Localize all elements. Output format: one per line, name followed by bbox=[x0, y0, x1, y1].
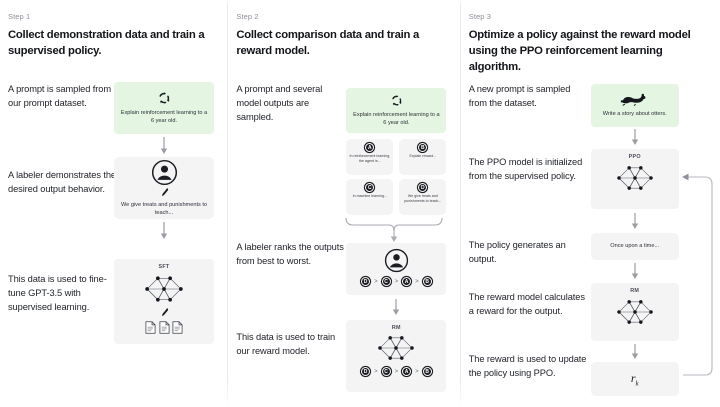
step-2-brace-arrow bbox=[344, 216, 448, 242]
ranking-row: D > C > A > B bbox=[361, 367, 432, 376]
output-letter-badge: A bbox=[365, 143, 375, 152]
pen-icon bbox=[159, 307, 170, 318]
step-3-output-box[interactable]: Once upon a time... bbox=[590, 233, 679, 260]
step-3-output-text: Once upon a time... bbox=[610, 243, 660, 250]
rank-separator: > bbox=[394, 368, 399, 375]
step-2-caption-2: A labeler ranks the outputs from best to… bbox=[236, 242, 344, 267]
reward-symbol: rk bbox=[630, 370, 639, 388]
step-1-title: Collect demonstration data and train a s… bbox=[8, 29, 205, 58]
step-3-prompt-text: Write a story about otters. bbox=[602, 111, 667, 118]
step-2-prompt-text: Explain reinforcement learning to a 6 ye… bbox=[353, 111, 440, 126]
rank-separator: > bbox=[374, 368, 378, 375]
neural-network-icon bbox=[141, 272, 187, 306]
step-1-labeler-text: We give treats and punishments to teach.… bbox=[120, 201, 208, 216]
rank-badge: D bbox=[361, 277, 371, 286]
recycle-icon bbox=[390, 94, 403, 107]
step-1-caption-3: This data is used to fine-tune GPT-3.5 w… bbox=[8, 274, 107, 313]
output-text: In machine learning... bbox=[352, 194, 388, 198]
recycle-icon bbox=[157, 91, 171, 105]
rank-badge: C bbox=[381, 277, 391, 286]
rank-separator: > bbox=[415, 278, 419, 285]
output-text: In reinforcement learning, the agent is.… bbox=[349, 154, 391, 164]
step-3-reward-box[interactable]: rk bbox=[590, 362, 679, 396]
rank-separator: > bbox=[415, 368, 419, 375]
step-3-caption-1: A new prompt is sampled from the dataset… bbox=[468, 84, 571, 109]
output-letter-badge: C bbox=[365, 183, 375, 192]
step-3-label: Step 3 bbox=[468, 12, 492, 21]
ranking-row: D > C > A > B bbox=[361, 277, 432, 286]
document-icon-group bbox=[145, 321, 183, 334]
step-2-column: Step 2 Collect comparison data and train… bbox=[228, 0, 459, 407]
sft-label: SFT bbox=[158, 264, 170, 270]
output-letter-badge: B bbox=[418, 143, 428, 152]
otter-icon bbox=[619, 92, 651, 107]
step-2-rm-box[interactable]: RM D > bbox=[346, 320, 447, 392]
rank-badge: B bbox=[422, 277, 432, 286]
step-1-label: Step 1 bbox=[8, 12, 31, 21]
neural-network-icon bbox=[613, 162, 657, 194]
output-card-c[interactable]: C In machine learning... bbox=[346, 179, 394, 215]
document-icon bbox=[145, 321, 156, 334]
step-2-prompt-box[interactable]: Explain reinforcement learning to a 6 ye… bbox=[346, 88, 447, 133]
step-1-caption-1: A prompt is sampled from our prompt data… bbox=[8, 84, 112, 109]
step-3-caption-4: The reward model calculates a reward for… bbox=[468, 292, 585, 317]
step-2-title: Collect comparison data and train a rewa… bbox=[236, 29, 420, 58]
step-2-label: Step 2 bbox=[236, 12, 259, 21]
rank-badge: A bbox=[402, 277, 412, 286]
step-1-arrow-2 bbox=[160, 222, 168, 240]
step-3-ppo-box[interactable]: PPO bbox=[590, 149, 679, 209]
ppo-label: PPO bbox=[628, 154, 641, 160]
step-3-title: Optimize a policy against the reward mod… bbox=[468, 29, 691, 74]
output-letter-badge: D bbox=[418, 183, 428, 192]
step-3-caption-3: The policy generates an output. bbox=[468, 240, 566, 265]
rm-label: RM bbox=[391, 325, 401, 331]
output-card-b[interactable]: B Explain reward... bbox=[399, 139, 447, 175]
step-3-caption-2: The PPO model is initialized from the su… bbox=[468, 157, 583, 182]
rm-label: RM bbox=[630, 288, 640, 294]
ppo-feedback-loop-arrow bbox=[675, 168, 719, 383]
rank-separator: > bbox=[374, 278, 378, 285]
step-3-arrow-4 bbox=[631, 344, 639, 360]
rank-badge: B bbox=[422, 367, 432, 376]
neural-network-icon bbox=[613, 296, 657, 328]
rank-separator: > bbox=[394, 278, 399, 285]
output-card-d[interactable]: D We give treats and punishments to teac… bbox=[399, 179, 447, 215]
person-icon bbox=[384, 248, 409, 273]
step-3-prompt-box[interactable]: Write a story about otters. bbox=[590, 84, 679, 127]
step-1-prompt-box[interactable]: Explain reinforcement learning to a 6 ye… bbox=[114, 82, 214, 134]
step-3-caption-5: The reward is used to update the policy … bbox=[468, 354, 587, 379]
step-2-caption-1: A prompt and several model outputs are s… bbox=[236, 84, 323, 123]
step-2-arrow bbox=[392, 299, 400, 316]
rank-badge: D bbox=[361, 367, 371, 376]
neural-network-icon bbox=[374, 332, 418, 364]
step-1-prompt-text: Explain reinforcement learning to a 6 ye… bbox=[120, 109, 208, 124]
output-text: Explain reward... bbox=[409, 154, 437, 158]
column-divider bbox=[459, 0, 461, 407]
pen-icon bbox=[159, 187, 170, 198]
document-icon bbox=[172, 321, 183, 334]
document-icon bbox=[159, 321, 170, 334]
rank-badge: A bbox=[402, 367, 412, 376]
step-3-rm-box[interactable]: RM bbox=[590, 283, 679, 341]
step-1-sft-box[interactable]: SFT bbox=[114, 259, 214, 344]
step-1-column: Step 1 Collect demonstration data and tr… bbox=[0, 0, 227, 407]
column-divider bbox=[227, 0, 229, 407]
step-1-labeler-box[interactable]: We give treats and punishments to teach.… bbox=[114, 157, 214, 219]
person-icon bbox=[151, 159, 178, 186]
step-3-arrow-2 bbox=[631, 213, 639, 230]
step-1-caption-2: A labeler demonstrates the desired outpu… bbox=[8, 170, 116, 195]
output-text: We give treats and punishments to teach.… bbox=[404, 194, 442, 204]
step-3-arrow-3 bbox=[631, 263, 639, 280]
rank-badge: C bbox=[381, 367, 391, 376]
step-2-caption-3: This data is used to train our reward mo… bbox=[236, 332, 336, 357]
step-3-column: Step 3 Optimize a policy against the rew… bbox=[461, 0, 720, 407]
output-card-a[interactable]: A In reinforcement learning, the agent i… bbox=[346, 139, 394, 175]
step-1-arrow-1 bbox=[160, 137, 168, 155]
step-2-labeler-box[interactable]: D > C > A > B bbox=[346, 243, 447, 295]
step-3-arrow-1 bbox=[631, 129, 639, 146]
